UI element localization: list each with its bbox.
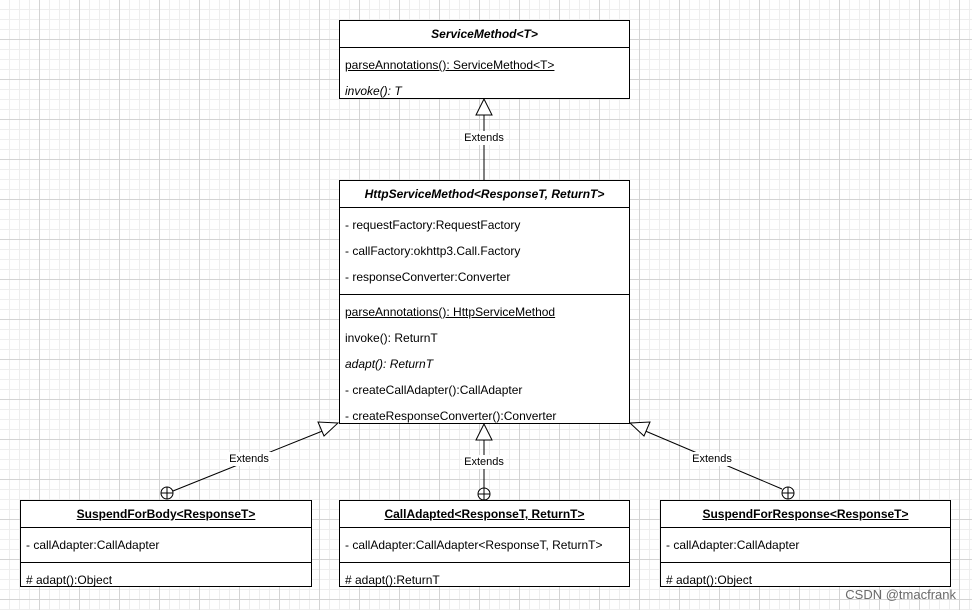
http-service-method-class[interactable]: HttpServiceMethod<ResponseT, ReturnT> - …: [339, 180, 630, 424]
class-title: ServiceMethod<T>: [340, 21, 629, 48]
method-row: # adapt():Object: [26, 573, 113, 587]
extends-label-top: Extends: [462, 131, 506, 145]
method-row: - createResponseConverter():Converter: [345, 409, 557, 423]
nested-class-icon-right: [781, 486, 795, 500]
service-method-class[interactable]: ServiceMethod<T> parseAnnotations(): Ser…: [339, 20, 630, 99]
methods-section: # adapt():Object: [21, 562, 311, 597]
nested-class-icon-left: [160, 486, 174, 500]
field-row: - callAdapter:CallAdapter: [666, 538, 800, 552]
inheritance-arrow-right: [628, 421, 651, 437]
class-title: HttpServiceMethod<ResponseT, ReturnT>: [340, 181, 629, 208]
inheritance-arrow-left: [317, 421, 340, 437]
method-row: # adapt():Object: [666, 573, 753, 587]
extends-label-middle: Extends: [462, 455, 506, 469]
method-row: - createCallAdapter():CallAdapter: [345, 383, 523, 397]
inheritance-arrow-middle: [475, 422, 493, 441]
method-row: invoke(): T: [345, 84, 402, 98]
method-row: parseAnnotations(): HttpServiceMethod: [345, 305, 556, 319]
suspend-for-response-class[interactable]: SuspendForResponse<ResponseT> - callAdap…: [660, 500, 951, 587]
fields-section: - callAdapter:CallAdapter: [661, 528, 950, 562]
watermark: CSDN @tmacfrank: [845, 587, 956, 602]
suspend-for-body-class[interactable]: SuspendForBody<ResponseT> - callAdapter:…: [20, 500, 312, 587]
method-row: # adapt():ReturnT: [345, 573, 440, 587]
method-row: parseAnnotations(): ServiceMethod<T>: [345, 58, 555, 72]
fields-section: - requestFactory:RequestFactory - callFa…: [340, 208, 629, 294]
field-row: - callFactory:okhttp3.Call.Factory: [345, 244, 521, 258]
call-adapted-class[interactable]: CallAdapted<ResponseT, ReturnT> - callAd…: [339, 500, 630, 587]
method-row: invoke(): ReturnT: [345, 331, 438, 345]
fields-section: - callAdapter:CallAdapter: [21, 528, 311, 562]
field-row: - requestFactory:RequestFactory: [345, 218, 521, 232]
field-row: - callAdapter:CallAdapter<ResponseT, Ret…: [345, 538, 603, 552]
field-row: - responseConverter:Converter: [345, 270, 511, 284]
methods-section: # adapt():ReturnT: [340, 562, 629, 597]
inheritance-arrow-top: [475, 97, 493, 116]
methods-section: parseAnnotations(): ServiceMethod<T> inv…: [340, 48, 629, 108]
class-title: CallAdapted<ResponseT, ReturnT>: [340, 501, 629, 528]
extends-label-left: Extends: [227, 452, 271, 466]
methods-section: # adapt():Object: [661, 562, 950, 597]
method-row: adapt(): ReturnT: [345, 357, 434, 371]
class-title: SuspendForResponse<ResponseT>: [661, 501, 950, 528]
field-row: - callAdapter:CallAdapter: [26, 538, 160, 552]
fields-section: - callAdapter:CallAdapter<ResponseT, Ret…: [340, 528, 629, 562]
methods-section: parseAnnotations(): HttpServiceMethod in…: [340, 294, 629, 433]
class-title: SuspendForBody<ResponseT>: [21, 501, 311, 528]
extends-label-right: Extends: [690, 452, 734, 466]
nested-class-icon-middle: [477, 487, 491, 501]
